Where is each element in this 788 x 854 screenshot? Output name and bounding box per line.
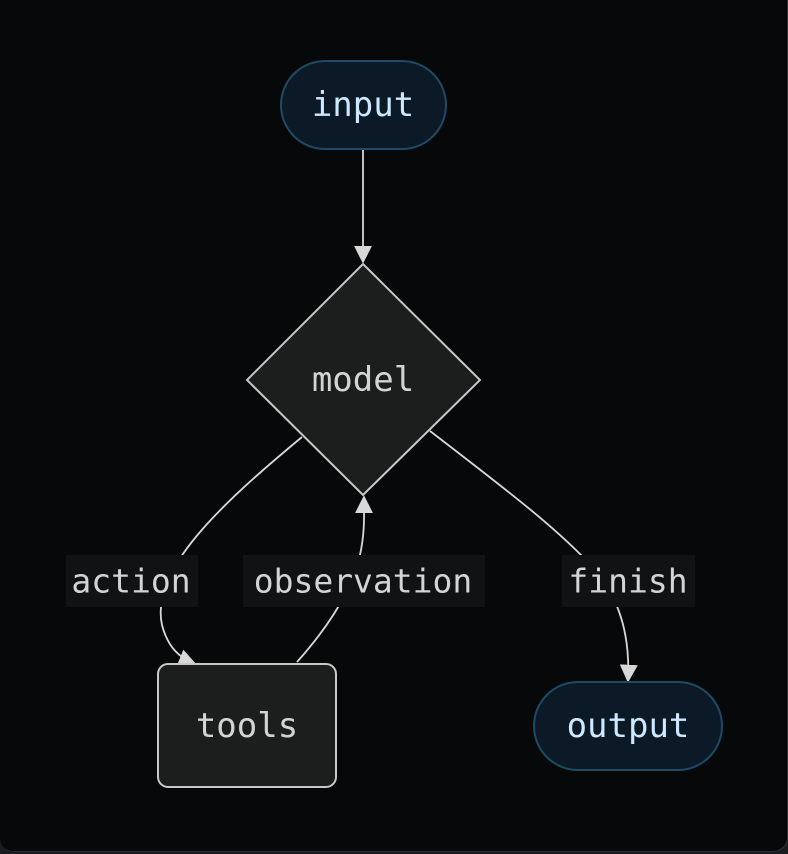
edge-label-finish: finish	[562, 555, 695, 607]
edge-label-observation: observation	[243, 555, 485, 607]
edge-model-tools	[159, 436, 303, 667]
node-model[interactable]: model	[245, 262, 482, 497]
node-output-label: output	[567, 706, 690, 746]
node-input-label: input	[312, 85, 414, 125]
svg-text:action: action	[71, 562, 190, 601]
svg-text:finish: finish	[568, 562, 687, 601]
svg-text:observation: observation	[254, 562, 473, 601]
node-tools-label: tools	[196, 706, 298, 746]
node-tools[interactable]: tools	[157, 663, 337, 788]
edge-label-action: action	[66, 555, 198, 607]
node-input[interactable]: input	[280, 60, 447, 150]
node-model-label: model	[312, 360, 414, 400]
node-output[interactable]: output	[533, 681, 723, 771]
